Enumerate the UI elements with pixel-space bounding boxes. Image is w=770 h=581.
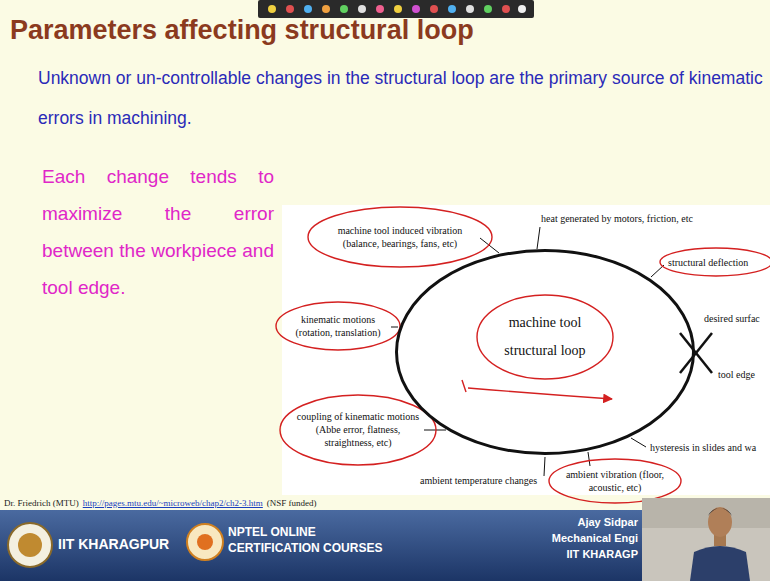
source-link: http://pages.mtu.edu/~microweb/chap2/ch2… (83, 497, 263, 509)
callout-label-box: desired surfac (704, 312, 760, 325)
callout-label: structural deflection (668, 256, 748, 269)
video-frame (642, 498, 770, 581)
intro-text-box: Unknown or un-controllable changes in th… (38, 58, 766, 138)
callout-label: desired surfac (704, 312, 760, 325)
logo-core (18, 533, 42, 557)
leader-line (588, 452, 590, 466)
tool-icon (286, 5, 294, 13)
red-ring (660, 248, 770, 276)
callout-label-box: hysteresis in slides and wa (650, 441, 756, 454)
institute-name: IIT KHARAGPUR (58, 536, 169, 553)
source-credit-box: (NSF funded) (267, 497, 317, 509)
callout-label-box: kinematic motions (rotation, translation… (286, 313, 390, 339)
source-link-box: http://pages.mtu.edu/~microweb/chap2/ch2… (83, 497, 263, 509)
tool-icon (518, 5, 526, 13)
red-ring (308, 207, 492, 267)
callout-label-box: ambient vibration (floor, acoustic, etc) (560, 468, 670, 494)
logo-ring (8, 523, 52, 567)
presenter-name: Ajay Sidpar (548, 515, 638, 529)
callout-label-box: machine tool induced vibration (balance,… (325, 224, 475, 250)
note-text-box: Each change tends to maximize the error … (42, 158, 274, 306)
leader-line (391, 327, 398, 328)
callout-label: ambient vibration (floor, acoustic, etc) (560, 468, 670, 494)
tool-icon (322, 5, 330, 13)
tool-icon (358, 5, 366, 13)
tool-icon (394, 5, 402, 13)
tool-icon (340, 5, 348, 13)
red-ring (280, 395, 436, 465)
presenter-head (708, 507, 732, 537)
title-box: Parameters affecting structural loop (10, 14, 474, 46)
course-name: NPTEL ONLINE CERTIFICATION COURSES (228, 524, 393, 556)
institute-name-box: IIT KHARAGPUR (58, 536, 169, 553)
logo-ring (187, 524, 223, 560)
tool-icon (412, 5, 420, 13)
red-ring (276, 302, 400, 350)
red-tick (462, 380, 466, 392)
node-label: machine tool structural loop (490, 309, 600, 365)
presenter-body (690, 546, 750, 581)
callout-label: machine tool induced vibration (balance,… (325, 224, 475, 250)
slide-title: Parameters affecting structural loop (10, 14, 474, 46)
source-credit-box: Dr. Friedrich (MTU) (4, 497, 79, 509)
source-credit: (NSF funded) (267, 497, 317, 509)
structural-loop-ellipse: machine tool structural loop (395, 249, 695, 455)
callout-label-box: ambient temperature changes (420, 474, 537, 487)
presenter-video (642, 498, 770, 581)
tool-edge-line (680, 333, 712, 373)
note-text: Each change tends to maximize the error … (42, 158, 274, 306)
iit-logo (8, 523, 52, 567)
red-ring (549, 459, 681, 503)
tool-icon (376, 5, 384, 13)
hand-annotations (276, 207, 770, 503)
callout-label: hysteresis in slides and wa (650, 441, 756, 454)
nptel-logo (187, 524, 223, 560)
red-arrow (468, 388, 612, 399)
tool-icon (304, 5, 312, 13)
callout-label: ambient temperature changes (420, 474, 537, 487)
leader-line (544, 457, 545, 476)
intro-text: Unknown or un-controllable changes in th… (38, 58, 766, 138)
presenter-name-box: Ajay Sidpar (548, 515, 638, 529)
presenter-inst-box: IIT KHARAGP (548, 547, 638, 561)
surface-line (680, 333, 712, 373)
leader-line (537, 227, 540, 249)
tool-cross (680, 333, 712, 373)
presenter-dept: Mechanical Engi (548, 531, 638, 545)
callout-label-box: tool edge (718, 368, 755, 381)
tool-icon (502, 5, 510, 13)
tool-icon (484, 5, 492, 13)
tool-icon (466, 5, 474, 13)
callout-label: heat generated by motors, friction, etc (541, 212, 693, 225)
tool-icon (268, 5, 276, 13)
leader-line (631, 438, 646, 447)
toolbar-icons (268, 5, 526, 13)
tool-icon (430, 5, 438, 13)
callout-label: tool edge (718, 368, 755, 381)
tool-icon (448, 5, 456, 13)
ellipse-outline (397, 251, 694, 454)
presenter-inst: IIT KHARAGP (548, 547, 638, 561)
video-wall (642, 498, 770, 528)
presenter-dept-box: Mechanical Engi (548, 531, 638, 545)
callout-label-box: coupling of kinematic motions (Abbe erro… (296, 410, 420, 449)
leader-line (651, 265, 664, 277)
source-credit: Dr. Friedrich (MTU) (4, 497, 79, 509)
red-ring (477, 295, 613, 379)
callout-label: kinematic motions (rotation, translation… (286, 313, 390, 339)
course-name-box: NPTEL ONLINE CERTIFICATION COURSES (228, 524, 393, 556)
callout-label-box: heat generated by motors, friction, etc (541, 212, 693, 225)
leader-line (424, 430, 446, 431)
callout-label: coupling of kinematic motions (Abbe erro… (296, 410, 420, 449)
logo-core (197, 534, 213, 550)
callout-label-box: structural deflection (668, 256, 748, 269)
presenter-hair (708, 508, 732, 516)
